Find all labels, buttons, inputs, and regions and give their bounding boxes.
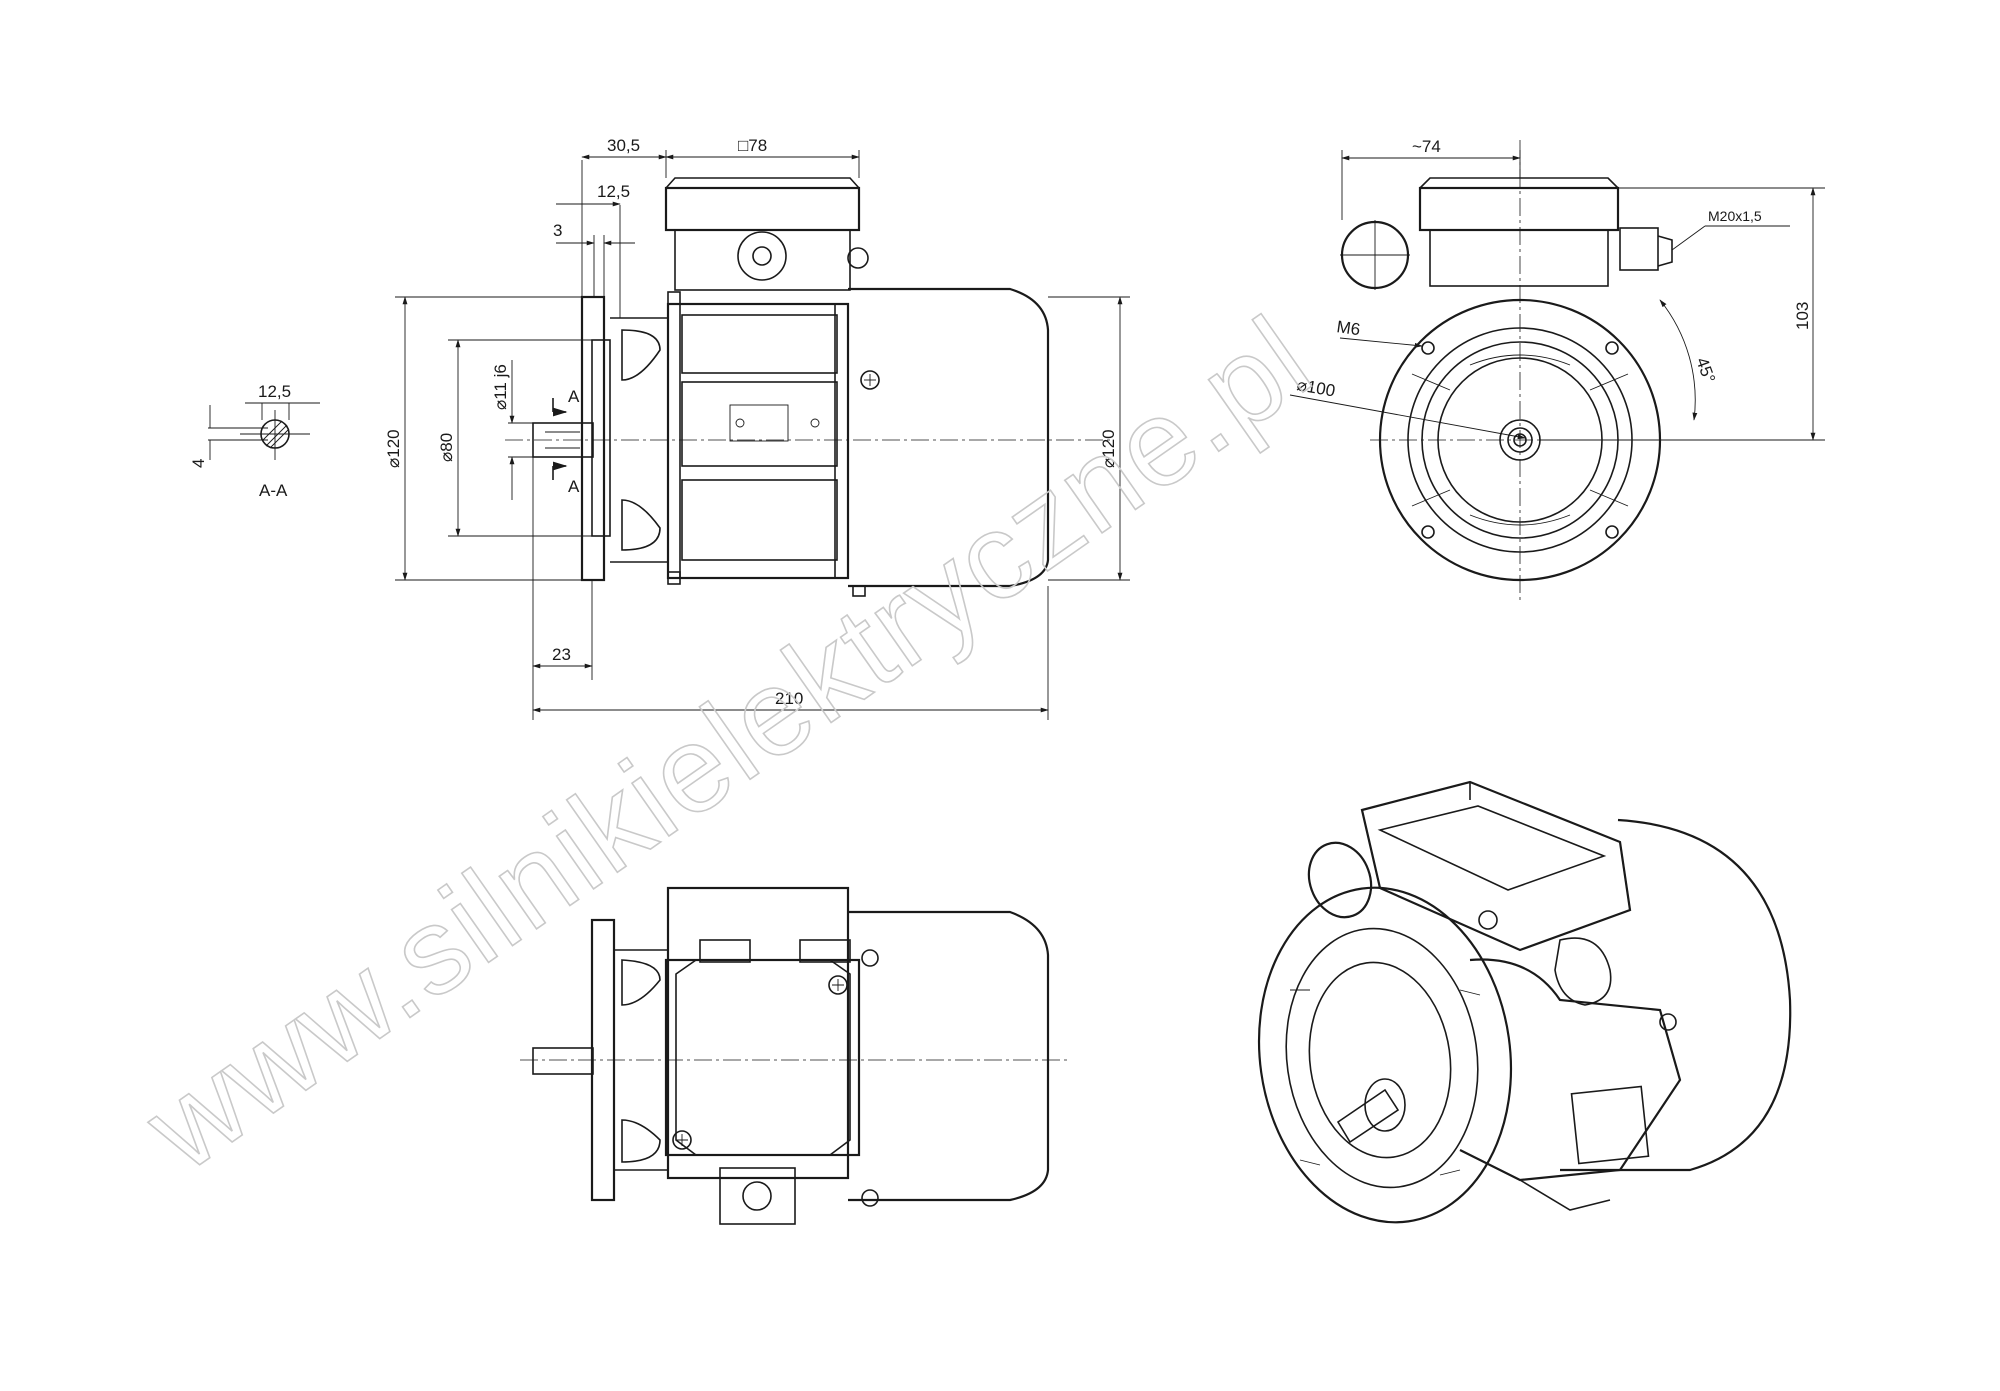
- dim-housing-diameter: ⌀120: [1099, 429, 1118, 468]
- watermark-text: www.silnikielektryczne.pl: [121, 290, 1335, 1197]
- bottom-view: [520, 886, 1070, 1225]
- dim-flange-thickness: 3: [553, 221, 562, 240]
- section-mark-bottom: A: [568, 477, 580, 496]
- section-label: A-A: [259, 481, 288, 500]
- dim-height: 103: [1793, 302, 1812, 330]
- dim-angle: 45°: [1692, 355, 1719, 386]
- dim-total-length: 210: [775, 689, 803, 708]
- dim-thread: M6: [1335, 317, 1361, 339]
- dim-box-offset: ~74: [1412, 137, 1441, 156]
- dim-shaft-diameter: ⌀11 j6: [491, 364, 510, 410]
- dim-box-square: □78: [738, 136, 767, 155]
- section-a-a-view: 12,5 4 A-A: [189, 382, 320, 500]
- section-mark-top: A: [568, 387, 580, 406]
- dim-flange-to-box: 30,5: [607, 136, 640, 155]
- dim-spigot: 12,5: [597, 182, 630, 201]
- isometric-view: [1257, 780, 1792, 1224]
- dim-spigot-diameter: ⌀80: [437, 433, 456, 462]
- side-view: 30,5 □78 12,5 3 ⌀120 ⌀80 ⌀11 j6 ⌀120 23 …: [384, 136, 1130, 720]
- dim-flange-diameter: ⌀120: [384, 429, 403, 468]
- dim-cable-gland: M20x1,5: [1708, 208, 1762, 224]
- front-view: ~74 M20x1,5 103 M6 ⌀100 45°: [1289, 137, 1825, 600]
- dim-shaft-length: 23: [552, 645, 571, 664]
- section-height-dim: 4: [189, 459, 208, 468]
- section-width-dim: 12,5: [258, 382, 291, 401]
